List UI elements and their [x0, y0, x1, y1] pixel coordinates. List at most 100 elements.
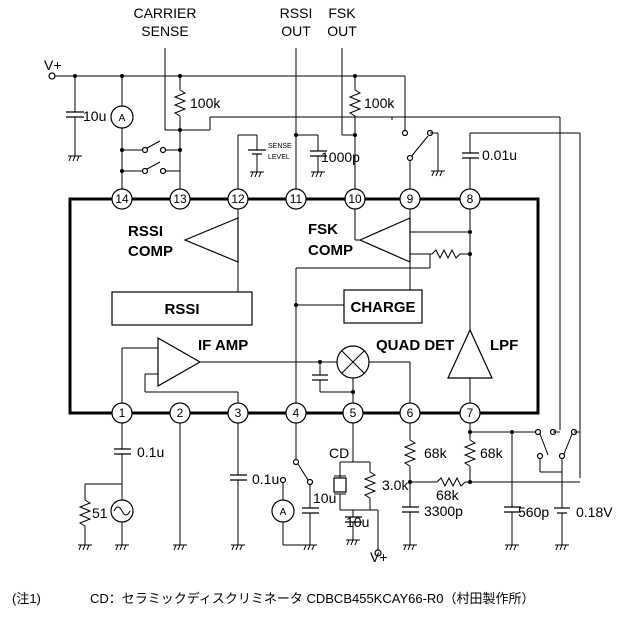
- vplus-bottom-terminal: [374, 549, 382, 557]
- pin-5: 5: [342, 402, 364, 424]
- svg-text:3: 3: [235, 406, 242, 420]
- pin-12: 12: [227, 188, 249, 210]
- switch-bottom-right-a: [534, 428, 557, 460]
- resistor-100k-right: [348, 89, 362, 117]
- svg-text:12: 12: [231, 192, 245, 206]
- svg-text:9: 9: [407, 192, 414, 206]
- pin-11: 11: [285, 188, 307, 210]
- charge-block: [343, 289, 423, 324]
- switch-top-left: [122, 140, 180, 154]
- label-c-3300p: 3300p: [424, 503, 463, 519]
- label-lpf: LPF: [490, 337, 518, 354]
- ground-symbol: [346, 539, 360, 546]
- label-sense: SENSE: [141, 23, 188, 39]
- label-cd: CD: [329, 445, 349, 461]
- if-amp-block: [157, 336, 202, 388]
- label-rssi-out-2: OUT: [281, 23, 311, 39]
- ground-symbol: [78, 544, 92, 551]
- pin-8: 8: [459, 188, 481, 210]
- label-rssi-comp-1: RSSI: [128, 223, 163, 240]
- label-carrier: CARRIER: [133, 5, 196, 21]
- fsk-comp-block: [358, 217, 411, 263]
- label-vplus-bottom: V+: [370, 549, 388, 565]
- ground-symbol: [431, 170, 445, 177]
- svg-text:2: 2: [177, 406, 184, 420]
- label-c-10u-pin4: 10u: [313, 490, 336, 506]
- svg-text:5: 5: [350, 406, 357, 420]
- svg-text:6: 6: [407, 406, 414, 420]
- label-v-018: 0.18V: [576, 504, 613, 520]
- ammeter-top-label: A: [119, 113, 126, 124]
- label-r-100k-right: 100k: [364, 95, 395, 111]
- pin-2: 2: [169, 402, 191, 424]
- pin-3: 3: [227, 402, 249, 424]
- svg-text:10: 10: [348, 192, 362, 206]
- switch-bottom-right-b: [558, 428, 578, 460]
- label-charge-block: CHARGE: [350, 299, 415, 316]
- resistor-68k-pin6: [403, 439, 417, 467]
- svg-text:13: 13: [173, 192, 187, 206]
- resistor-68k-pin7: [463, 439, 477, 467]
- svg-text:11: 11: [290, 192, 303, 206]
- ground-symbol: [555, 544, 569, 551]
- rssi-comp-block: [183, 217, 239, 263]
- label-sense-level-1: SENSE: [268, 143, 292, 150]
- ceramic-discriminator: [333, 477, 347, 493]
- label-c-01u-pin1: 0.1u: [137, 444, 164, 460]
- switch-pin9: [401, 129, 434, 162]
- ammeter-bottom-label: A: [280, 507, 287, 518]
- label-fsk-comp-1: FSK: [308, 221, 338, 238]
- label-rssi-out-1: RSSI: [280, 5, 313, 21]
- pin-1: 1: [111, 402, 133, 424]
- ground-symbol: [505, 544, 519, 551]
- label-c-001u: 0.01u: [482, 147, 517, 163]
- pin-4: 4: [285, 402, 307, 424]
- resistor-100k-left: [173, 89, 187, 117]
- pin-7: 7: [459, 402, 481, 424]
- label-r-68k-pin6: 68k: [424, 445, 448, 461]
- resistor-68k-mid: [436, 476, 466, 488]
- label-rssi-comp-2: COMP: [128, 243, 173, 260]
- label-fsk-out-1: FSK: [328, 5, 356, 21]
- ground-symbol: [173, 544, 187, 551]
- label-fsk-out-2: OUT: [327, 23, 357, 39]
- footnote: (注1) CD：セラミックディスクリミネータ CDBCB455KCAY66-R0（…: [12, 588, 535, 607]
- label-r-30k: 3.0k: [382, 477, 409, 493]
- svg-text:8: 8: [467, 192, 474, 206]
- label-quad-det: QUAD DET: [376, 337, 454, 354]
- ground-symbol: [403, 544, 417, 551]
- label-r-68k-pin7: 68k: [480, 445, 504, 461]
- label-c-10u-pin5: 10u: [346, 514, 369, 530]
- label-r-51: 51: [92, 505, 108, 521]
- pin-14: 14: [111, 188, 133, 210]
- svg-text:14: 14: [115, 192, 129, 206]
- footnote-tag: (注1): [12, 591, 41, 606]
- svg-text:7: 7: [467, 406, 474, 420]
- resistor-51: [78, 499, 92, 527]
- svg-text:4: 4: [293, 406, 300, 420]
- footnote-text: CD：セラミックディスクリミネータ CDBCB455KCAY66-R0（村田製作…: [90, 591, 535, 606]
- label-vplus: V+: [44, 57, 62, 73]
- resistor-3k: [363, 471, 377, 499]
- label-r-68k-mid: 68k: [436, 487, 460, 503]
- label-r-100k-left: 100k: [190, 95, 221, 111]
- svg-text:1: 1: [119, 406, 126, 420]
- lpf-block: [447, 328, 493, 379]
- ground-symbol: [231, 544, 245, 551]
- feedback-resistor: [431, 248, 461, 260]
- label-c-1000p: 1000p: [321, 149, 360, 165]
- vplus-terminal: [48, 72, 56, 80]
- pin-9: 9: [399, 188, 421, 210]
- label-if-amp: IF AMP: [198, 337, 248, 354]
- rssi-block: [111, 291, 253, 326]
- label-c-560p: 560p: [518, 504, 549, 520]
- pin-6: 6: [399, 402, 421, 424]
- ground-symbol: [303, 544, 317, 551]
- ground-symbol: [68, 155, 82, 162]
- pin-10: 10: [344, 188, 366, 210]
- label-sense-level-2: LEVEL: [268, 154, 290, 161]
- label-fsk-comp-2: COMP: [308, 242, 353, 259]
- label-c-10u-top: 10u: [83, 108, 106, 124]
- ground-symbol: [115, 544, 129, 551]
